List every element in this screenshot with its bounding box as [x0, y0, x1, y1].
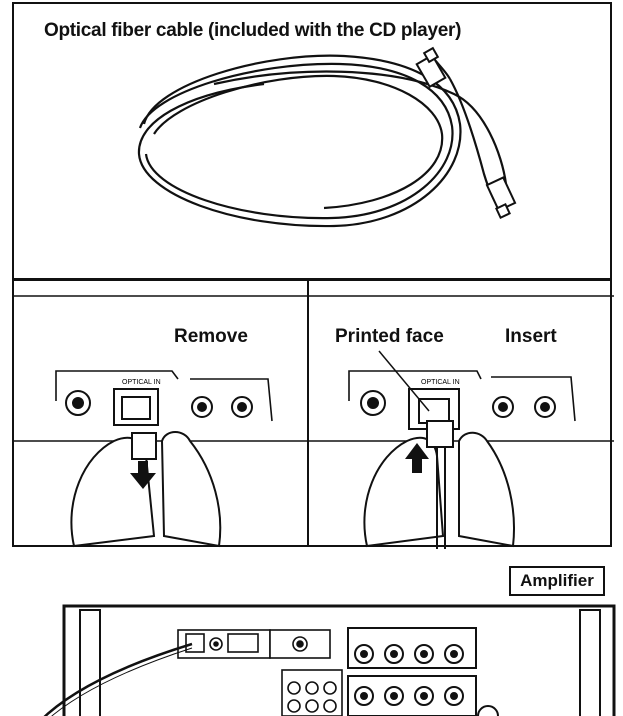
rca-jack-grid — [282, 670, 342, 716]
remove-panel: Remove OPTICAL IN — [12, 279, 309, 547]
remove-illustration: OPTICAL IN — [14, 281, 311, 549]
optical-cable-illustration — [14, 4, 614, 282]
amplifier-rear-panel — [0, 596, 623, 716]
hand-illustration — [71, 432, 220, 546]
rca-jack-row-lower — [348, 676, 476, 716]
rca-jack-row-upper — [348, 628, 476, 668]
jack-label: OPTICAL IN — [122, 379, 161, 386]
cable-panel: Optical fiber cable (included with the C… — [12, 2, 612, 280]
insert-illustration: OPTICAL IN — [309, 281, 614, 549]
cable-plug-bottom — [487, 178, 515, 218]
optical-input-block — [178, 630, 330, 658]
insert-panel: Printed face Insert OPTICAL IN — [307, 279, 612, 547]
hand-illustration — [364, 421, 514, 549]
jack-label: OPTICAL IN — [421, 379, 460, 386]
amplifier-tag: Amplifier — [509, 566, 605, 596]
optical-jack-icon — [114, 389, 158, 425]
